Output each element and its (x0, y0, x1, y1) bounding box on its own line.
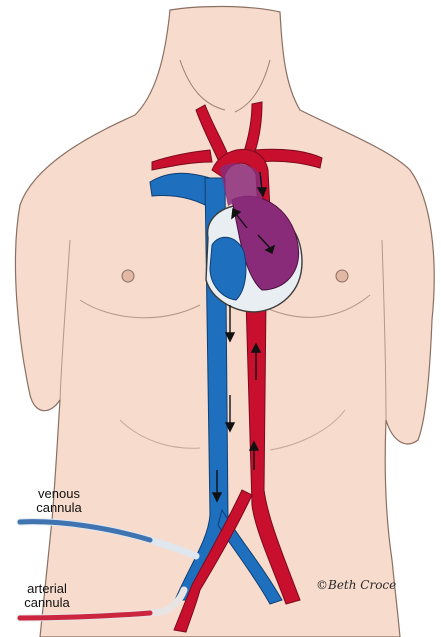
arterial-label-line2: cannula (12, 596, 82, 610)
artist-signature: ©Beth Croce (316, 578, 396, 592)
venous-label-line1: venous (24, 487, 94, 501)
arterial-cannula-label: arterial cannula (12, 582, 82, 610)
nipple-left (122, 270, 134, 282)
venous-label-line2: cannula (24, 501, 94, 515)
venous-cannula-label: venous cannula (24, 487, 94, 515)
arterial-label-line1: arterial (12, 582, 82, 596)
nipple-right (336, 270, 348, 282)
